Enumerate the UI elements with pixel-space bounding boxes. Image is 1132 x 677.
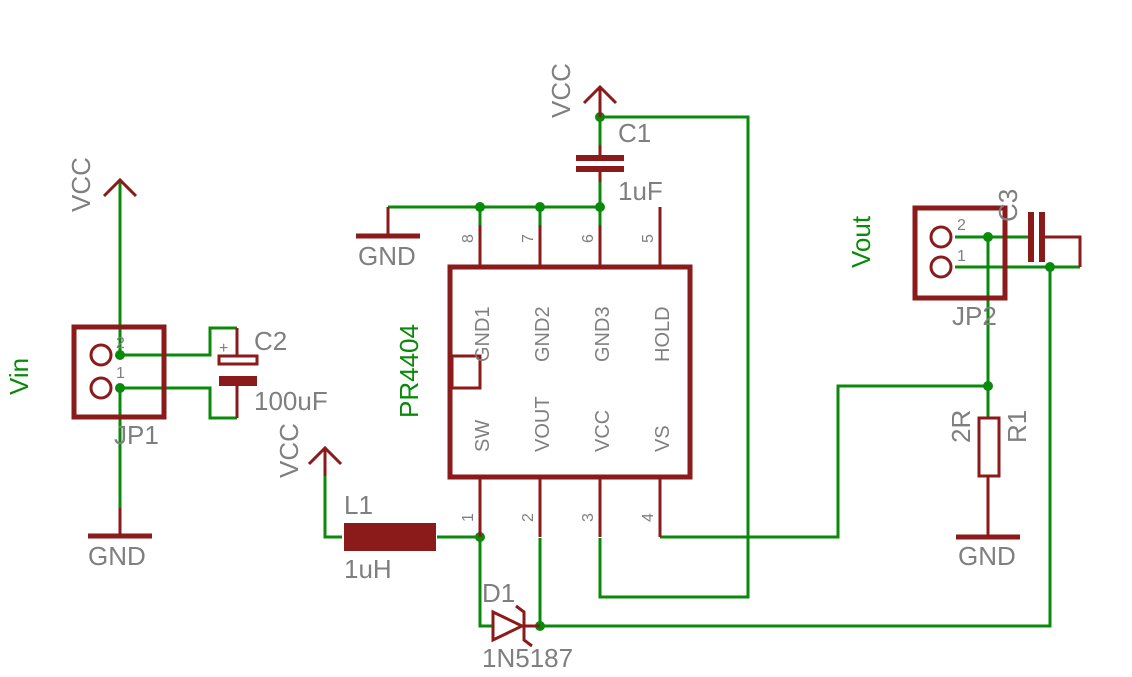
d1-label: D1 [482,578,515,608]
junctions [115,112,1055,631]
r1-resistor: 2R R1 [946,410,1032,537]
jp1-pin2-pad [89,343,113,367]
ic-pin-name: VCC [592,410,614,452]
junction [595,202,605,212]
r1-label: R1 [1002,410,1032,443]
vout-net-label: Vout [846,215,876,268]
wire-jp1-c2-neg [120,386,237,420]
ic-pin-number: 3 [580,513,597,522]
c2-plus-sign: + [219,340,228,357]
ic-pin-name: GND1 [472,306,494,362]
vcc-symbol-l1: VCC [274,423,343,478]
c2-plate-pos [217,354,259,366]
ic-marker [450,354,482,390]
d1-triangle-icon [491,609,526,643]
jp2-connector: 2 1 JP2 [912,205,1008,331]
c1-plate-top [576,155,624,161]
c3-plate-left [1028,212,1034,262]
junction [1045,262,1055,272]
c2-plate-neg [219,376,257,386]
gnd-symbol-jp1: GND [88,508,152,571]
ic-pin-number: 4 [640,513,657,522]
d1-diode: D1 1N5187 [482,578,573,673]
ic-pin-number: 7 [520,234,537,243]
junction [115,383,125,393]
jp2-pin2-pad [929,225,953,249]
jp2-pin1-label: 1 [957,248,966,265]
gnd-symbol-ic: GND [356,207,420,271]
gnd-symbol-r1: GND [956,534,1020,571]
ic-name-label: PR4404 [394,324,424,418]
l1-body [344,523,436,551]
r1-body [977,416,1001,478]
c3-capacitor: C3 [993,189,1082,267]
ic-pin-number: 8 [460,234,477,243]
ic-pin-number: 1 [460,513,477,522]
vcc-symbol-c1: VCC [546,63,618,118]
ic-pin-number: 6 [580,234,597,243]
junction [983,232,993,242]
jp2-label: JP2 [952,301,997,331]
jp1-pin1-pad [89,376,113,400]
ic-body [447,264,693,480]
c1-plate-bottom [576,166,624,172]
jp2-pin1-pad [929,255,953,279]
c3-label: C3 [993,189,1023,222]
wire-sw-d1 [478,537,492,628]
r1-value: 2R [946,410,976,443]
c3-plate-right [1039,212,1045,262]
l1-inductor: L1 1uH [344,490,436,584]
junction [983,381,993,391]
l1-label: L1 [344,490,373,520]
jp1-pin2-label: 2 [116,335,125,352]
ic-pin-name: GND2 [532,306,554,362]
jp1-label: JP1 [114,420,159,450]
jp2-body [912,205,1008,301]
c1-capacitor: C1 1uF [576,118,663,206]
wire-vcc-l1 [323,475,342,539]
junction [535,202,545,212]
ic-pin-name: VS [652,425,674,452]
c1-value: 1uF [618,176,663,206]
vcc-symbol-jp1: VCC [66,157,138,212]
jp1-body [71,324,167,420]
junction [475,202,485,212]
vcc-label-jp1: VCC [66,157,96,212]
ic-pin-name: GND3 [592,306,614,362]
wire-d1-vout [540,267,1052,628]
gnd-label-ic: GND [358,241,416,271]
wire-vcc-pin3 [598,115,750,599]
junction [115,350,125,360]
vin-net-label: Vin [4,358,34,395]
vcc-arrow-icon [102,177,138,198]
jp2-pin2-label: 2 [957,217,966,234]
ic-pin-name: HOLD [652,306,674,362]
l1-value: 1uH [344,554,392,584]
jp1-pin1-label: 1 [116,365,125,382]
vcc-label-l1: VCC [274,423,304,478]
vcc-label-c1: VCC [546,63,576,118]
gnd-label-r1: GND [958,541,1016,571]
jp1-connector: 2 1 JP1 [71,324,167,450]
ic-pin-name: VOUT [532,396,554,452]
wires [118,115,1080,628]
c1-label: C1 [618,118,651,148]
gnd-label-jp1: GND [88,541,146,571]
c2-value: 100uF [254,386,328,416]
ic-pin-number: 2 [520,513,537,522]
c3-lead [1045,235,1082,267]
c2-label: C2 [254,326,287,356]
wire-vs-r1 [660,384,988,539]
ic-pin-name: SW [472,420,494,452]
ic-pr4404: 8 7 6 5 GND1 GND2 GND3 HOLD SW VOUT VCC … [394,207,693,537]
ic-pin-number: 5 [640,234,657,243]
d1-value: 1N5187 [482,643,573,673]
c2-capacitor: + C2 100uF [217,326,328,418]
